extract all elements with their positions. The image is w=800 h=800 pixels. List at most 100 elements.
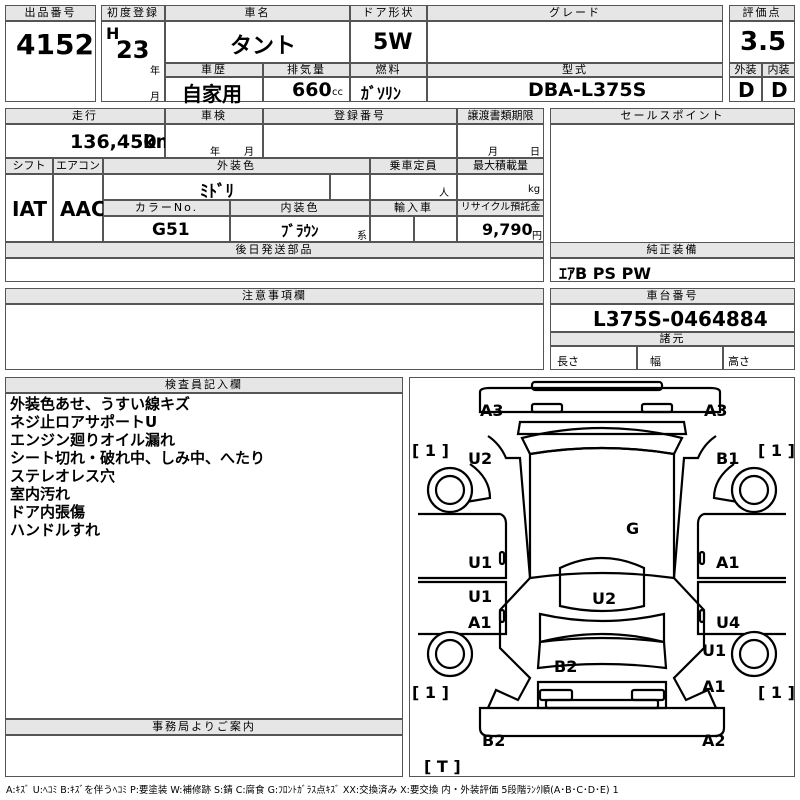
mark-center-roof: U2 [592, 589, 616, 608]
grade-header: グレード [427, 5, 723, 21]
later-parts-cell [5, 258, 544, 282]
length-cell: 長さ [550, 346, 637, 370]
width-label: 幅 [650, 355, 661, 368]
aircon-cell: AAC [53, 174, 106, 242]
year-unit: 年 [150, 66, 160, 77]
left-body-shape [486, 435, 532, 709]
sales-point-cell [550, 124, 795, 258]
hood-shape [516, 420, 688, 436]
exterior-header: 外装 [729, 63, 762, 77]
displacement-value: 660 [292, 79, 332, 101]
mark-roof: G [626, 519, 639, 538]
model-header: 型式 [427, 63, 723, 77]
inspector-note: ネジ止ロアサポートU [10, 413, 158, 431]
inspector-note: 室内汚れ [10, 485, 71, 503]
inspector-note: ハンドルすれ [10, 521, 101, 539]
int-color-value: ﾌﾞﾗｳﾝ [281, 222, 319, 240]
import-header: 輸入車 [370, 200, 457, 216]
history-cell: 自家用 [165, 77, 263, 106]
displacement-cell: 660 cc [263, 77, 350, 102]
height-cell: 高さ [723, 346, 795, 370]
displacement-header: 排気量 [263, 63, 350, 77]
mark-rear-right-corner: A2 [702, 731, 726, 750]
door-cell: 5W [350, 21, 427, 63]
mileage-value: 136,450 [70, 131, 157, 153]
month-unit: 月 [150, 92, 160, 103]
inspector-note: 外装色あせ、うすい線キズ [10, 395, 191, 413]
interior-header: 内装 [762, 63, 795, 77]
first-reg-year: 23 [116, 36, 150, 64]
front-panel-shape [478, 386, 722, 414]
mark-front-right-fender: B1 [716, 449, 739, 468]
inspector-note: エンジン廻りオイル漏れ [10, 431, 176, 449]
int-color-header: 内装色 [230, 200, 370, 216]
inspection-year-unit: 年 [210, 147, 220, 158]
capacity-header: 乗車定員 [370, 158, 457, 174]
tires [426, 466, 778, 678]
office-cell [5, 735, 403, 777]
inspector-note: ドア内張傷 [10, 503, 86, 521]
shift-header: シフト [5, 158, 53, 174]
fuel-header: 燃料 [350, 63, 427, 77]
grade-cell [427, 21, 723, 63]
era-h: H [106, 24, 120, 43]
office-header: 事務局よりご案内 [5, 719, 403, 735]
exterior-cell: D [729, 77, 762, 102]
car-name-header: 車名 [165, 5, 350, 21]
inspector-note: シート切れ・破れ中、しみ中、へたり [10, 449, 266, 467]
left-front-door-shape [418, 512, 508, 580]
transfer-month-unit: 月 [488, 147, 498, 158]
reg-no-cell [263, 124, 457, 158]
mark-front-left-fender: U2 [468, 449, 492, 468]
door-header: ドア形状 [350, 5, 427, 21]
ext-color-value: ﾐﾄﾞﾘ [200, 182, 234, 202]
mark-right-rear-fender: U1 [702, 641, 726, 660]
import-cell-b [414, 216, 457, 242]
model-cell: DBA-L375S [427, 77, 723, 102]
color-no-header: カラーNo. [103, 200, 230, 216]
transfer-due-header: 譲渡書類期限 [457, 108, 544, 124]
color-no-cell: G51 [103, 216, 230, 242]
mark-tire-rr: [ 1 ] [758, 683, 794, 702]
length-label: 長さ [557, 355, 579, 368]
right-front-door-shape [696, 512, 786, 580]
reg-no-header: 登録番号 [263, 108, 457, 124]
lot-no-value: 4152 [16, 28, 94, 61]
door-value: 5W [373, 30, 413, 55]
mark-right-front-door: A1 [716, 553, 740, 572]
legend: A:ｷｽﾞ U:ﾍｺﾐ B:ｷｽﾞを伴うﾍｺﾐ P:要塗装 W:補修跡 S:錆 … [6, 785, 619, 796]
max-load-header: 最大積載量 [457, 158, 544, 174]
mark-right-rear-quarter: A1 [702, 677, 726, 696]
model-value: DBA-L375S [528, 79, 647, 101]
first-reg-header: 初度登録 [101, 5, 165, 21]
interior-cell: D [762, 77, 795, 102]
cc-unit: cc [332, 87, 343, 98]
car-name-value: タント [230, 34, 297, 59]
shift-cell: IAT [5, 174, 53, 242]
mark-left-rear-door-bottom: A1 [468, 613, 492, 632]
inspection-header: 車検 [165, 108, 263, 124]
transfer-due-cell: 月 日 [457, 124, 544, 158]
right-body-shape [672, 435, 718, 709]
transfer-day-unit: 日 [530, 147, 540, 158]
genuine-equip-value: ｴｱB PS PW [559, 264, 651, 283]
roof-shape [528, 446, 676, 580]
genuine-equip-header: 純正装備 [550, 242, 795, 258]
mark-left-front-door: U1 [468, 553, 492, 572]
mark-rear-left-corner: B2 [482, 731, 505, 750]
ext-color-cell: ﾐﾄﾞﾘ [103, 174, 330, 202]
caution-cell [5, 304, 544, 370]
car-diagram: A3 A3 U2 B1 G U1 A1 U1 A1 U2 U4 U1 B2 A1… [412, 380, 794, 776]
int-color-cell: ﾌﾞﾗｳﾝ 系 [230, 216, 370, 242]
color-no-value: G51 [152, 220, 190, 240]
inspection-month-unit: 月 [244, 147, 254, 158]
dimensions-header: 諸元 [550, 332, 795, 346]
first-reg-cell: H 23 年 月 [101, 21, 165, 103]
roof-center-shape [558, 556, 646, 613]
shift-value: IAT [12, 197, 48, 221]
car-name-cell: タント [165, 21, 350, 63]
rear-hatch-shape [536, 680, 668, 710]
left-rear-door-shape [418, 580, 508, 636]
